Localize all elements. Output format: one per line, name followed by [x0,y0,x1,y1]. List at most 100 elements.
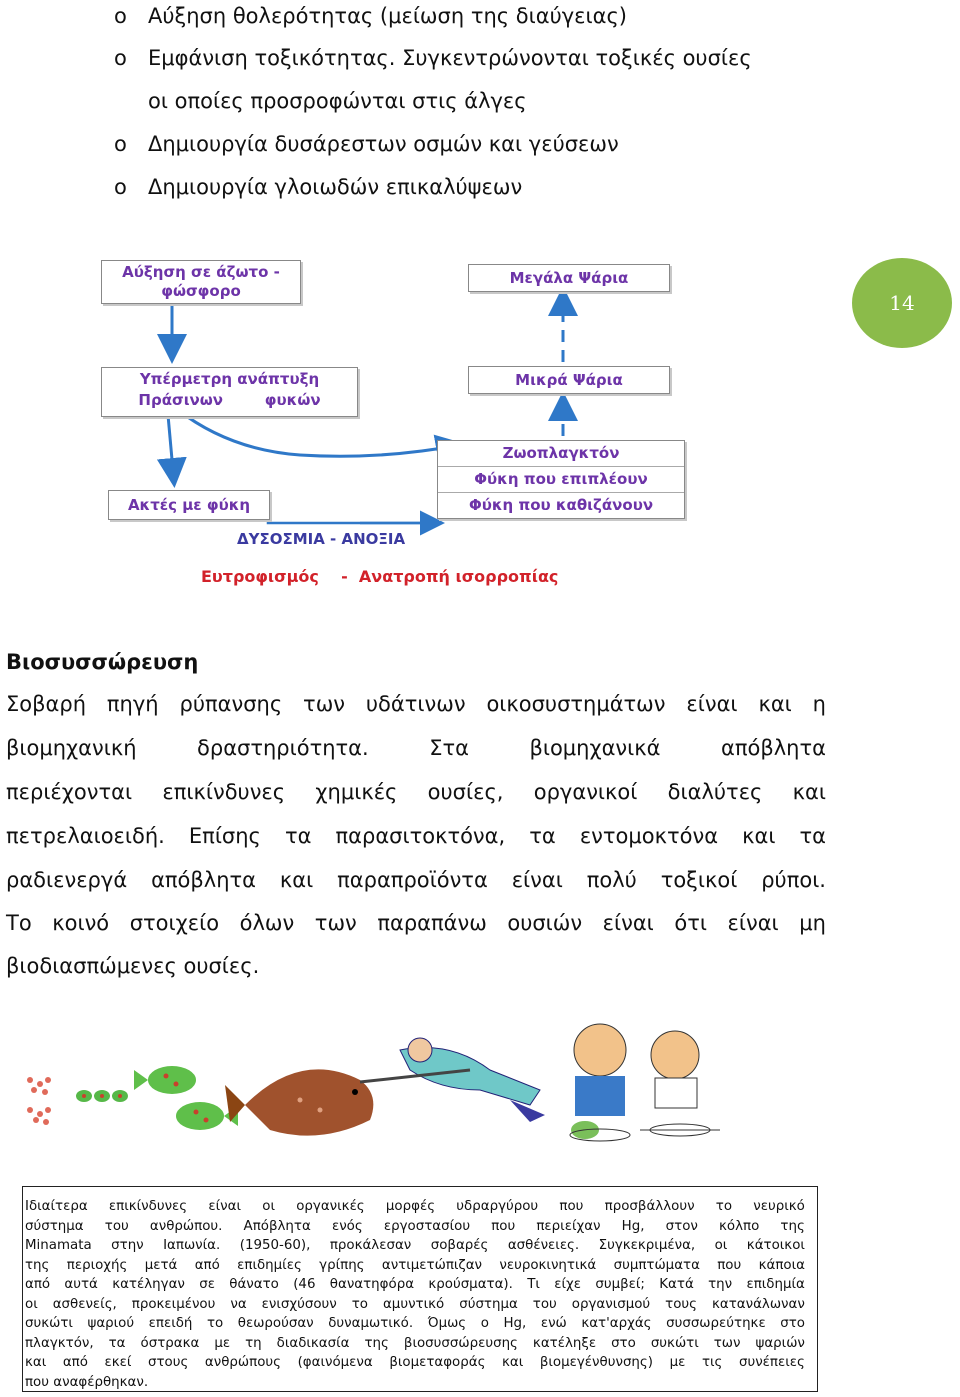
paragraph-word: ρύπανσης [179,692,283,716]
bioaccumulation-illustration [0,1010,960,1180]
paragraph-word: ουσιών [507,911,583,935]
paragraph-line: Σοβαρή πηγή ρύπανσης των υδάτινων οικοσυστημά… [6,692,826,722]
paragraph-word: στοιχείο [129,911,220,935]
paragraph-word: και [758,692,792,716]
paragraph-word: δραστηριότητα. [197,736,369,760]
paragraph-word: διαλύτες [667,780,763,804]
paragraph-word: τοξικοί [660,868,738,892]
paragraph-word: είναι [686,692,738,716]
arrow-algae-to-plankton [177,408,466,465]
paragraph-word: των [314,911,357,935]
paragraph-word: χημικές [315,780,398,804]
box-shores-with-algae: Ακτές με φύκη [108,490,270,520]
arrow-algae-to-shores [156,414,187,488]
paragraph-word: ρύποι. [761,868,826,892]
section-title: Βιοσυσσώρευση [6,650,199,674]
box-big-fish: Μεγάλα Ψάρια [468,264,670,292]
paragraph-word: και [742,824,776,848]
sick-man-icon [640,1030,720,1137]
paragraph-word: ουσίες, [427,780,504,804]
paragraph-word: παρασιτοκτόνα, [335,824,506,848]
paragraph-word: υδάτινων [365,692,466,716]
paragraph-word: κοινό [52,911,110,935]
paragraph-word: όλων [239,911,295,935]
big-fish-icon [225,1069,374,1136]
paragraph-word: βιομηχανικά [529,736,661,760]
paragraph-word: εντομοκτόνα [579,824,719,848]
bullet-text: Εμφάνιση τοξικότητας. Συγκεντρώνονται το… [148,46,752,70]
paragraph-word: τα [799,824,827,848]
paragraph-word: και [792,780,826,804]
bullet-mark: o [114,4,127,28]
paragraph-word: των [303,692,346,716]
paragraph-word: περιέχονται [6,780,133,804]
paragraph-word: απόβλητα [720,736,826,760]
page-number-badge: 14 [852,258,952,348]
bullet-text: Δημιουργία γλοιωδών επικαλύψεων [148,175,523,199]
bullet-text: Δημιουργία δυσάρεστων οσμών και γεύσεων [148,132,619,156]
man-eating-fish-icon [569,1023,631,1142]
paragraph-word: Το [6,911,32,935]
bullet-text: Αύξηση θολερότητας (μείωση της διαύγειας… [148,4,627,28]
paragraph-word: οργανικοί [533,780,638,804]
note-line: που αναφέρθηκαν. [25,1374,149,1390]
bullet-mark: o [114,175,127,199]
connector-plankton-odor [266,502,442,525]
diver-icon [359,1037,545,1122]
paragraph-word: παραπροϊόντα [337,868,488,892]
paragraph-word: απόβλητα [151,868,257,892]
box-plankton-algae: Ζωοπλαγκτόν Φύκη που επιπλέουν Φύκη που … [437,440,685,519]
eutrophication-diagram: Αύξηση σε άζωτο -φώσφορο Μεγάλα Ψάρια Υπ… [0,240,960,600]
paragraph-word: ραδιενεργά [6,868,128,892]
paragraph-word: Στα [429,736,469,760]
paragraph-word: και [279,868,314,892]
box-nutrients: Αύξηση σε άζωτο -φώσφορο [101,260,301,304]
paragraph-word: πολύ [586,868,637,892]
paragraph-word: Σοβαρή [6,692,87,716]
paragraph-line: βιομηχανική δραστηριότητα. Στα βιομηχανικά α… [6,736,826,766]
bullet-text: οι οποίες προσροφώνται στις άλγες [148,89,527,113]
bullet-mark: o [114,46,127,70]
paragraph-word: είναι [727,911,779,935]
paragraph-word: τα [529,824,556,848]
label-eutrophication: Ευτροφισμός - Ανατροπή ισορροπίας [201,567,559,586]
paragraph-word: είναι [511,868,563,892]
bullet-mark: o [114,132,127,156]
paragraph-word: ότι [674,911,707,935]
paragraph-word: παραπάνω [377,911,487,935]
paragraph-word: είναι [602,911,654,935]
label-odor-anoxia: ΔΥΣΟΣΜΙΑ - ΑΝΟΞΙΑ [237,530,406,548]
paragraph-line: περιέχονται επικίνδυνες χημικές ουσίες, οργα… [6,780,826,810]
paragraph-word: βιομηχανική [6,736,137,760]
food-chain-drawing [27,1023,720,1142]
paragraph-line: βιοδιασπώμενες ουσίες. [6,954,826,984]
paragraph-word: τα [284,824,312,848]
paragraph-word: η [812,692,826,716]
small-fish-icon [134,1066,238,1130]
box-small-fish: Μικρά Ψάρια [468,366,670,394]
plankton-dots-icon [27,1077,51,1125]
algae-cells-icon [76,1090,128,1102]
paragraph-word: βιοδιασπώμενες ουσίες. [6,954,260,978]
paragraph-word: μη [799,911,826,935]
paragraph-word: πετρελαιοειδή. [6,824,165,848]
paragraph-word: οικοσυστημάτων [486,692,666,716]
paragraph-word: επικίνδυνες [162,780,286,804]
paragraph-word: Επίσης [188,824,261,848]
paragraph-word: πηγή [106,692,159,716]
